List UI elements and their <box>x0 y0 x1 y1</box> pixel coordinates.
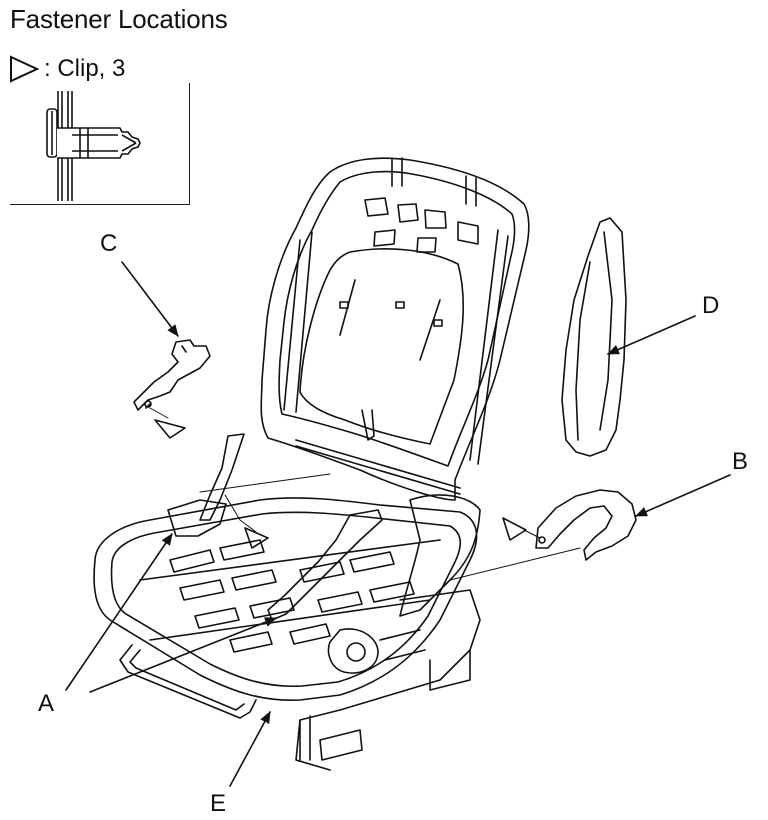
part-d <box>561 217 627 457</box>
clip-detail-drawing <box>46 91 141 201</box>
callout-c: C <box>100 230 118 257</box>
callout-d: D <box>702 292 720 319</box>
callout-b: B <box>732 448 749 475</box>
callout-arrows <box>65 261 731 787</box>
callout-a: A <box>38 690 55 717</box>
seat-back <box>260 157 530 501</box>
legend-clip-label: : Clip, 3 <box>44 55 126 82</box>
legend-clip: : Clip, 3 <box>8 54 125 84</box>
callout-e: E <box>210 790 227 817</box>
part-b <box>535 489 637 561</box>
triangle-clip-icon <box>10 55 40 83</box>
seat-cushion <box>93 497 481 771</box>
part-a-panels <box>167 433 481 621</box>
clip-detail-inset <box>10 83 190 205</box>
clip-markers <box>154 419 527 549</box>
part-c <box>133 339 211 411</box>
page-title: Fastener Locations <box>10 4 228 34</box>
